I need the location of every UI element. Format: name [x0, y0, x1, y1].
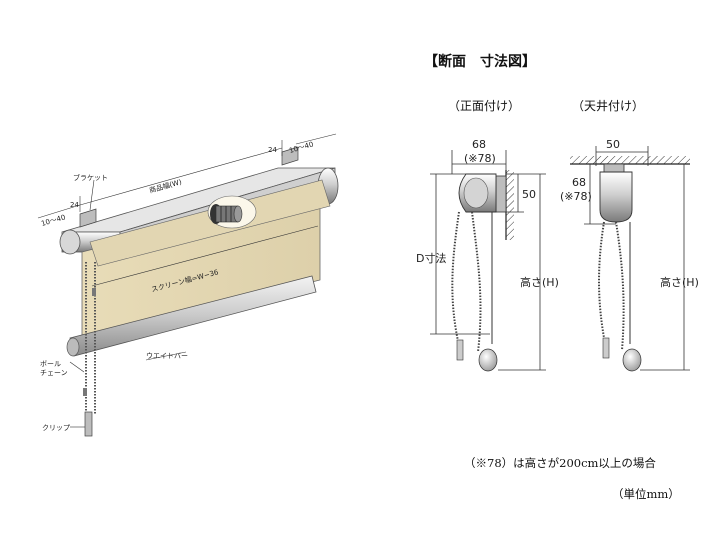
- ceiling-head-box: [599, 171, 633, 223]
- front-mount-section: [430, 150, 546, 372]
- ceiling-depth-alt: (※78): [560, 190, 592, 203]
- label-bracket: ブラケット: [73, 173, 108, 182]
- front-width-value: 68: [472, 138, 486, 151]
- front-roll: [463, 177, 489, 209]
- bracket-left: [79, 208, 97, 228]
- ceiling-height-h: 高さ(H): [660, 275, 699, 289]
- ceiling-width-value: 50: [606, 138, 620, 151]
- label-ball-chain-line2: チェーン: [40, 369, 68, 377]
- ceiling-depth-value: 68: [572, 176, 586, 189]
- weight-bar-end: [66, 337, 80, 357]
- perspective-dimensions: [37, 133, 337, 287]
- front-d-dimension: D寸法: [416, 251, 446, 265]
- front-height-h: 高さ(H): [520, 275, 559, 289]
- front-weight: [478, 348, 498, 372]
- front-width-alt: (※78): [464, 152, 496, 165]
- ball-chain: [83, 262, 96, 420]
- clutch-mechanism: [210, 204, 243, 224]
- ceiling-bracket: [603, 163, 625, 173]
- front-clip: [456, 339, 464, 361]
- label-weight-bar: ウエイトバー: [146, 352, 188, 360]
- front-chain-left: [451, 211, 461, 351]
- wall-hatch: [506, 170, 514, 240]
- ceiling-chain-left: [598, 221, 607, 349]
- clip: [84, 411, 93, 437]
- section-title: 【断面 寸法図】: [424, 53, 536, 70]
- ceiling-weight: [622, 348, 642, 372]
- ceiling-mount-section: [570, 146, 690, 372]
- label-product-width: 商品幅(W): [148, 177, 183, 195]
- label-dim-10-40-left: 10〜40: [40, 213, 66, 228]
- label-dim-24-left: 24: [70, 201, 79, 209]
- head-rail-end-left: [59, 229, 81, 255]
- ceiling-clip: [602, 337, 610, 359]
- leader-lines: [69, 179, 187, 428]
- front-bracket: [495, 175, 507, 213]
- ceiling-mount-label: （天井付け）: [572, 99, 644, 113]
- unit-note: （単位mm）: [612, 487, 680, 501]
- ceiling-chain-right: [615, 221, 625, 351]
- front-mount-label: （正面付け）: [448, 99, 520, 113]
- label-dim-24-right: 24: [268, 146, 277, 154]
- label-ball-chain: ボール チェーン: [40, 360, 68, 377]
- front-chain-right: [471, 211, 482, 353]
- label-clip: クリップ: [42, 424, 70, 432]
- ceiling-hatch: [570, 156, 690, 164]
- label-dim-10-40-right: 10〜40: [288, 140, 314, 155]
- front-height-box: 50: [522, 188, 536, 201]
- bracket-right: [281, 146, 299, 166]
- label-ball-chain-line1: ボール: [40, 360, 61, 368]
- footnote: （※78）は高さが200cm以上の場合: [464, 456, 656, 470]
- roller-blind-perspective: [37, 133, 339, 437]
